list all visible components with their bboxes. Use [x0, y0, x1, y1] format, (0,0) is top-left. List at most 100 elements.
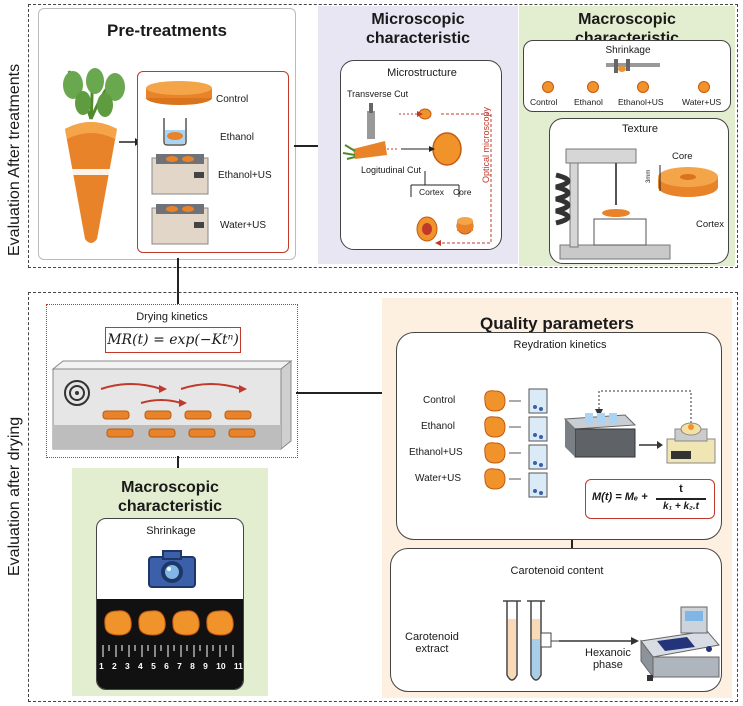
shrinkage-bottom-label: Shrinkage — [146, 525, 196, 537]
shrinkage-top-label: Shrinkage — [605, 45, 651, 56]
microstructure-title: Microstructure — [387, 67, 457, 79]
drying-kinetics-panel: Drying kinetics MR(t) = exp(−Ktⁿ) — [46, 304, 298, 458]
bottom-evaluation-frame — [28, 292, 738, 702]
microscopic-panel: Microscopic characteristic Microstructur… — [318, 6, 518, 264]
shrinkage-top-item-water-us: Water+US — [682, 97, 722, 107]
treatment-label-control: Control — [216, 94, 249, 105]
carotenoid-extract-line1: Carotenoid — [405, 631, 459, 643]
rehydration-eq-denominator: k₁ + k₂.t — [663, 501, 699, 512]
ruler-numbers: 1 2 3 4 5 6 7 8 9 10 11 — [99, 661, 243, 671]
ultrasound-bath-icon — [151, 204, 209, 245]
quality-parameters-panel: Quality parameters Reydration kinetics C… — [382, 298, 732, 698]
carrot-slice-icon — [146, 81, 212, 105]
microscope-sample-illustration — [342, 103, 492, 246]
texture-analyzer-illustration — [555, 148, 718, 260]
carotenoid-extract-line2: extract — [415, 643, 449, 655]
rehydration-item-water-us: Water+US — [415, 473, 462, 484]
ruler-number: 4 — [138, 661, 143, 671]
transverse-cut-label: Transverse Cut — [347, 89, 409, 99]
microscopic-title: Microscopic characteristic — [318, 10, 518, 48]
label-eval-after-drying: Evaluation after drying — [6, 416, 23, 576]
connector-line — [296, 392, 392, 394]
rehydration-eq-left: M(t) = Mₑ + — [592, 491, 648, 503]
carrot-illustration — [63, 68, 125, 243]
ultrasound-bath-icon — [151, 154, 209, 195]
treatments-box: Control Ethanol Ethanol+US Water+US — [137, 71, 289, 253]
sample-dot — [542, 81, 554, 93]
texture-title: Texture — [621, 123, 659, 135]
shrinkage-top-item-ethanol: Ethanol — [574, 97, 603, 107]
rehydration-item-control: Control — [423, 395, 456, 406]
texture-cortex-label: Cortex — [696, 219, 724, 230]
carotenoid-title: Carotenoid content — [510, 565, 604, 577]
ruler-number: 5 — [151, 661, 156, 671]
core-label: Core — [453, 187, 472, 197]
rehydration-title: Reydration kinetics — [513, 339, 607, 351]
sample-dot — [637, 81, 649, 93]
ruler-number: 3 — [125, 661, 130, 671]
ruler-ticks — [102, 645, 234, 657]
texture-box: Texture Core Cortex 3mm — [549, 118, 729, 264]
texture-dimension-label: 3mm — [646, 169, 652, 183]
shrinkage-top-item-ethanol-us: Ethanol+US — [618, 97, 664, 107]
dried-samples-illustration — [104, 610, 234, 636]
treatment-label-ethanol: Ethanol — [220, 132, 254, 143]
cortex-label: Cortex — [419, 187, 445, 197]
ruler-strip: 1 2 3 4 5 6 7 8 9 10 11 — [97, 599, 243, 689]
carotenoid-box: Carotenoid content Carotenoid extract He… — [390, 548, 722, 692]
shrinkage-top-box: Shrinkage Control Ethanol Ethanol+US Wat… — [523, 40, 731, 112]
macroscopic-top-title-line1: Macroscopic — [578, 11, 676, 28]
hexanoic-phase-line2: phase — [592, 659, 623, 671]
drying-kinetics-title: Drying kinetics — [136, 311, 208, 323]
connector-line — [571, 540, 573, 548]
optical-microscopy-label: Optical microscopy — [481, 106, 491, 183]
ruler-number: 9 — [203, 661, 208, 671]
macroscopic-bottom-title-line2: characteristic — [117, 498, 223, 515]
microscopic-title-line2: characteristic — [365, 30, 471, 47]
test-tubes-illustration — [503, 600, 561, 681]
ruler-number: 8 — [190, 661, 195, 671]
shrinkage-top-item-control: Control — [530, 97, 558, 107]
rehydration-eq-fraction-bar — [656, 498, 706, 500]
rehydration-item-ethanol-us: Ethanol+US — [409, 447, 463, 458]
treatment-label-ethanol-us: Ethanol+US — [218, 170, 272, 181]
connector-line — [177, 456, 179, 468]
arrow-icon — [559, 637, 639, 645]
pretreatments-title: Pre-treatments — [107, 21, 227, 40]
top-evaluation-frame — [28, 4, 738, 268]
spectrophotometer-illustration — [640, 606, 720, 681]
ruler-number: 10 — [216, 661, 226, 671]
microscopic-title-line1: Microscopic — [371, 11, 465, 28]
sample-dot — [698, 81, 710, 93]
water-bath-scale-illustration — [563, 390, 716, 464]
ruler-number: 2 — [112, 661, 117, 671]
ruler-number: 11 — [233, 661, 243, 671]
rehydration-equation-box: M(t) = Mₑ + t k₁ + k₂.t — [585, 479, 715, 519]
drying-equation: MR(t) = exp(−Ktⁿ) — [105, 327, 241, 353]
connector-line — [294, 145, 318, 147]
connector-line — [177, 258, 179, 304]
caliper-icon — [606, 59, 660, 73]
label-eval-after-treatments: Evaluation After treatments — [6, 63, 23, 256]
macroscopic-bottom-panel: Macroscopic characteristic Shrinkage — [72, 468, 268, 696]
macroscopic-bottom-title-line1: Macroscopic — [121, 479, 219, 496]
hexanoic-phase-line1: Hexanoic — [585, 647, 631, 659]
beakers-illustration — [528, 388, 548, 498]
quality-parameters-title: Quality parameters — [479, 314, 634, 333]
rehydration-item-ethanol: Ethanol — [421, 421, 455, 432]
shrinkage-bottom-box: Shrinkage — [96, 518, 244, 690]
beaker-icon — [163, 118, 187, 146]
rehydration-samples-illustration — [484, 390, 521, 490]
rehydration-eq-numerator: t — [679, 483, 683, 495]
ruler-number: 6 — [164, 661, 169, 671]
treatment-label-water-us: Water+US — [220, 220, 267, 231]
microstructure-box: Microstructure Transverse Cut — [340, 60, 502, 250]
pretreatments-panel: Pre-treatments Control Ethanol — [38, 8, 296, 260]
texture-core-label: Core — [672, 151, 693, 162]
rehydration-box: Reydration kinetics Control Ethanol Etha… — [396, 332, 722, 540]
hexanoic-phase-label: Hexanoic phase — [585, 647, 631, 671]
longitudinal-cut-label: Logitudinal Cut — [361, 165, 422, 175]
dryer-illustration — [51, 359, 293, 451]
carotenoid-extract-label: Carotenoid extract — [405, 631, 459, 655]
ruler-number: 1 — [99, 661, 104, 671]
